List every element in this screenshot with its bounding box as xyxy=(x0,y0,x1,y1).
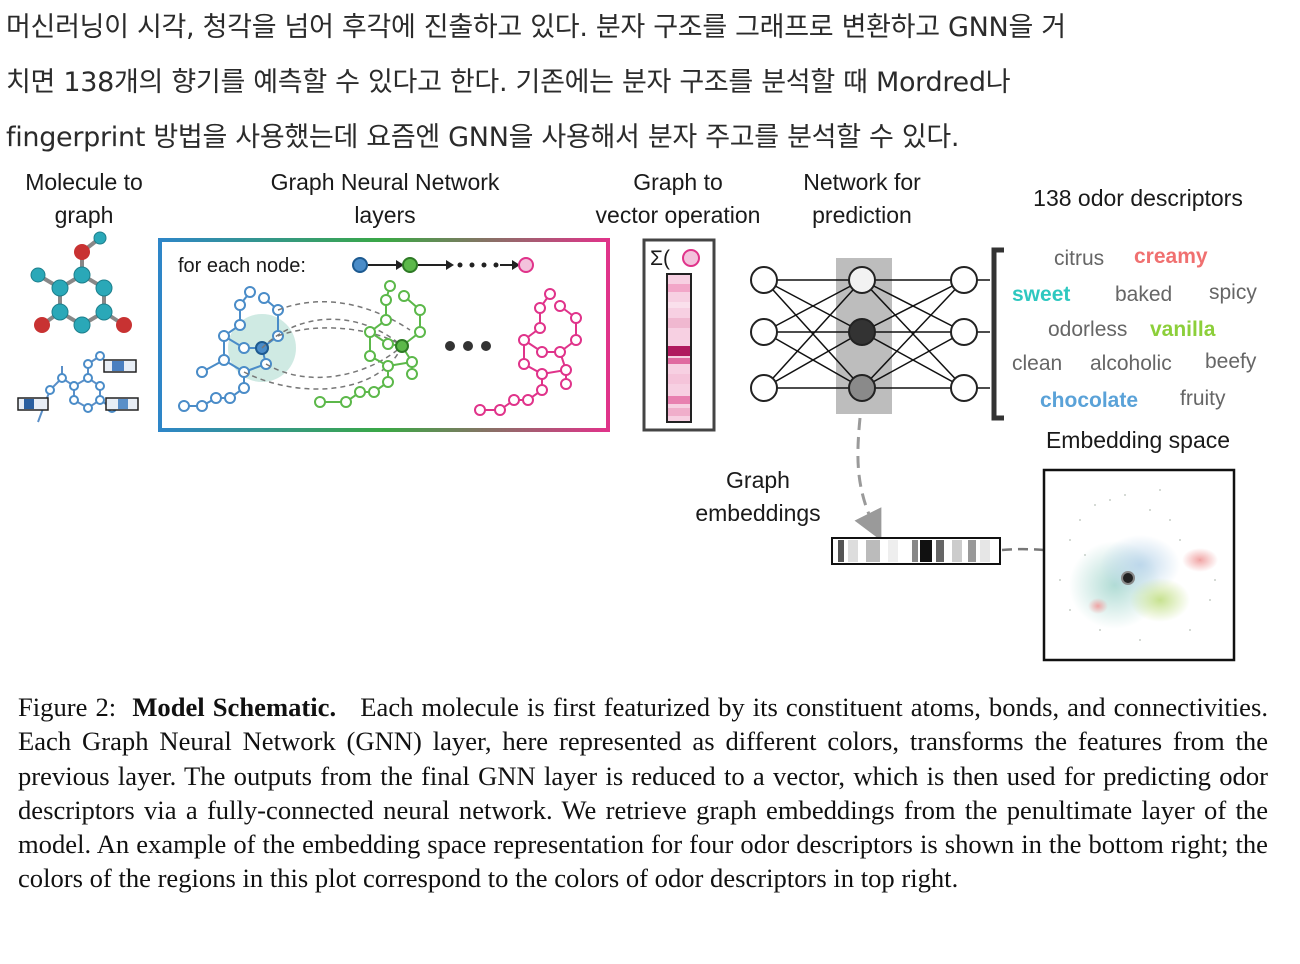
graph-embedding-vector xyxy=(831,537,1001,565)
label-graph-embeddings: Graph embeddings xyxy=(695,467,821,526)
label-network-for-prediction: Network for prediction xyxy=(803,169,921,228)
molecule-ball-stick xyxy=(30,231,132,334)
odor-descriptor: citrus xyxy=(1054,247,1105,270)
label-gnn-layers: Graph Neural Network layers xyxy=(270,169,500,228)
odor-descriptor: alcoholic xyxy=(1090,352,1172,375)
gnn-layer-2-graph xyxy=(314,280,426,408)
label-graph-to-vector: Graph to vector operation xyxy=(595,169,761,228)
prediction-network xyxy=(750,247,1004,421)
odor-descriptor: chocolate xyxy=(1040,389,1139,412)
odor-descriptor: vanilla xyxy=(1150,318,1216,341)
node-update-sequence xyxy=(352,257,534,273)
label-embedding-space: Embedding space xyxy=(1045,427,1231,453)
molecule-graph-small xyxy=(17,351,139,423)
caption-body: Each molecule is first featurized by its… xyxy=(18,692,1268,894)
intro-line-2: 치면 138개의 향기를 예측할 수 있다고 한다. 기존에는 분자 구조를 분… xyxy=(6,67,1011,98)
embedding-arrow xyxy=(854,417,882,541)
label-molecule-to-graph: Molecule to graph xyxy=(25,169,143,228)
intro-paragraph: 머신러닝이 시각, 청각을 넘어 후각에 진출하고 있다. 분자 구조를 그래프… xyxy=(6,0,1291,165)
caption-figure-title: Model Schematic. xyxy=(132,692,337,722)
label-for-each-node: for each node: xyxy=(178,255,306,277)
intro-line-1: 머신러닝이 시각, 청각을 넘어 후각에 진출하고 있다. 분자 구조를 그래프… xyxy=(6,12,1066,43)
odor-descriptor: baked xyxy=(1115,283,1173,306)
figure-caption: Figure 2: Model Schematic. Each molecule… xyxy=(18,690,1268,896)
odor-descriptor: clean xyxy=(1012,352,1063,375)
odor-descriptor: creamy xyxy=(1134,245,1208,268)
odor-descriptor: sweet xyxy=(1012,283,1071,306)
caption-figure-label: Figure 2: xyxy=(18,692,117,722)
gnn-layers-box xyxy=(158,238,610,432)
schematic-diagram xyxy=(17,231,1236,662)
embedding-space-plot xyxy=(1042,468,1236,662)
model-schematic-figure: Molecule to graph Graph Neural Network l… xyxy=(0,160,1300,670)
layer-ellipsis xyxy=(445,341,491,351)
intro-line-3: fingerprint 방법을 사용했는데 요즘엔 GNN을 사용해서 분자 주… xyxy=(6,122,960,153)
graph-to-vector-box xyxy=(642,238,716,432)
sum-symbol: Σ( xyxy=(650,247,670,270)
odor-descriptor: spicy xyxy=(1209,281,1257,304)
odor-descriptor: beefy xyxy=(1205,350,1257,373)
label-odor-descriptors-title: 138 odor descriptors xyxy=(1033,185,1243,211)
gnn-layer-3-graph xyxy=(474,288,582,416)
gnn-layer-1-graph xyxy=(178,286,296,412)
odor-descriptor: fruity xyxy=(1180,387,1226,410)
odor-descriptor: odorless xyxy=(1048,318,1128,341)
